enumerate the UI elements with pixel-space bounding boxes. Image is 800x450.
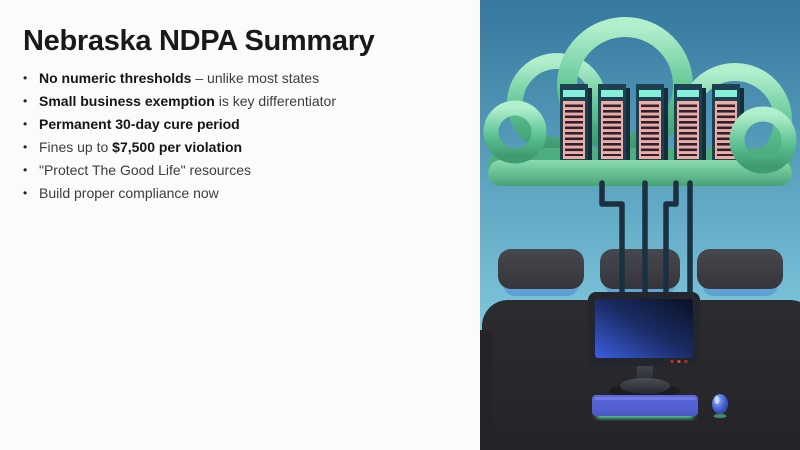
- server-pad: [697, 249, 783, 296]
- mouse-body: [712, 394, 728, 414]
- monitor-stand-base: [620, 378, 670, 394]
- data-cables: [599, 180, 693, 311]
- bullet-dot: •: [23, 117, 28, 131]
- cloud-curl-right: [729, 106, 797, 174]
- bullet-text: Small business exemption is key differen…: [39, 94, 462, 108]
- bullet-text-segment: Small business exemption: [39, 93, 215, 109]
- monitor-indicator-light: [677, 359, 681, 364]
- data-cable: [663, 180, 679, 311]
- bullet-text-segment: Build proper compliance now: [39, 185, 219, 201]
- keyboard-highlight: [594, 397, 696, 400]
- bullet-text-segment: "Protect The Good Life" resources: [39, 162, 252, 178]
- cloud-computing-illustration: [480, 0, 800, 450]
- server-rack: [560, 84, 744, 168]
- server-tower: [674, 84, 706, 168]
- data-cable: [599, 180, 625, 311]
- bullet-text-segment: No numeric thresholds: [39, 70, 192, 86]
- mouse-glow: [713, 413, 727, 419]
- mouse: [712, 394, 728, 419]
- bullet-item: • Build proper compliance now: [23, 186, 462, 200]
- bullet-dot: •: [23, 94, 28, 108]
- monitor-screen: [595, 299, 693, 358]
- bullet-text-segment: $7,500 per violation: [112, 139, 243, 155]
- bullet-text-segment: Permanent 30-day cure period: [39, 116, 240, 132]
- bullet-item: • Permanent 30-day cure period: [23, 117, 462, 131]
- bullet-dot: •: [23, 71, 28, 85]
- bullet-item: • Fines up to $7,500 per violation: [23, 140, 462, 154]
- monitor-indicator-light: [670, 359, 674, 364]
- server-pad: [498, 249, 584, 296]
- mouse-highlight: [714, 396, 720, 404]
- keyboard: [592, 395, 698, 418]
- server-tower: [598, 84, 630, 168]
- bullet-list: • No numeric thresholds – unlike most sta…: [23, 71, 462, 200]
- bullet-text: Build proper compliance now: [39, 186, 462, 200]
- bullet-dot: •: [23, 140, 28, 154]
- server-tower: [636, 84, 668, 168]
- keyboard-body: [592, 395, 698, 416]
- page-title: Nebraska NDPA Summary: [23, 25, 375, 57]
- bullet-text-segment: Fines up to: [39, 139, 113, 155]
- bullet-item: • Small business exemption is key differe…: [23, 94, 462, 108]
- slide-illustration-panel: [480, 0, 800, 450]
- bullet-text: Permanent 30-day cure period: [39, 117, 462, 131]
- cloud-curl-left: [483, 100, 547, 164]
- bullet-item: • No numeric thresholds – unlike most sta…: [23, 71, 462, 85]
- server-pads: [498, 249, 783, 296]
- bullet-text-segment: is key differentiator: [214, 93, 336, 109]
- bullet-text: Fines up to $7,500 per violation: [39, 140, 462, 154]
- monitor-indicator-light: [684, 359, 688, 364]
- bullet-text-segment: – unlike most states: [191, 70, 320, 86]
- monitor: [588, 292, 700, 398]
- server-tower: [560, 84, 592, 168]
- bullet-item: • "Protect The Good Life" resources: [23, 163, 462, 177]
- cloud-tray-front: [488, 160, 792, 186]
- bullet-text: No numeric thresholds – unlike most stat…: [39, 71, 462, 85]
- bullet-text: "Protect The Good Life" resources: [39, 163, 462, 177]
- slide-text-panel: Nebraska NDPA Summary • No numeric thresh…: [23, 25, 462, 200]
- bullet-dot: •: [23, 186, 28, 200]
- bullet-dot: •: [23, 163, 28, 177]
